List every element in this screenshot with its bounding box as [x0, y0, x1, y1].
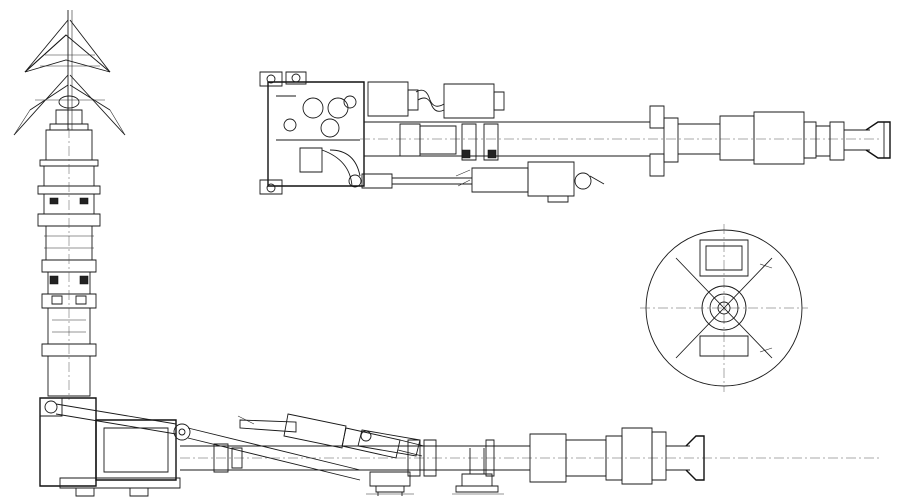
mast-column: [38, 128, 100, 400]
vertical-mast-view: [14, 10, 125, 400]
end-view-circle: [640, 224, 808, 392]
side-view-bottom: [40, 398, 880, 496]
main-boom: [360, 106, 880, 176]
support-feet: [366, 448, 504, 496]
gearbox-housing: [260, 72, 364, 194]
link-arm: [56, 404, 360, 480]
drive-motor: [368, 82, 504, 118]
nozzle-end-top: [720, 112, 890, 164]
lower-boom: [180, 428, 880, 484]
rotor-assembly: [14, 10, 125, 135]
hydraulic-cylinder-side: [238, 414, 424, 458]
base-housing: [40, 398, 190, 496]
hydraulic-cylinder-top: [349, 162, 604, 202]
plan-view-top: [260, 72, 890, 202]
